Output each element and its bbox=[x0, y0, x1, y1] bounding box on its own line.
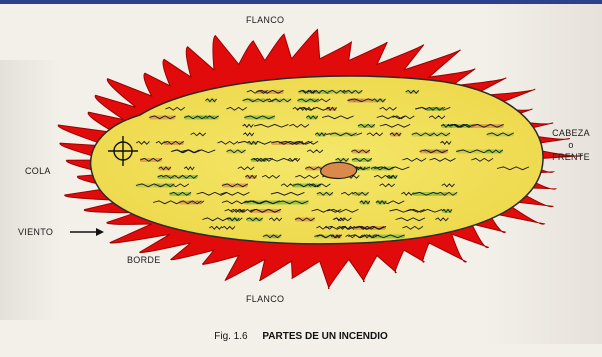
label-edge: BORDE bbox=[127, 255, 161, 265]
label-head: CABEZA o FRENTE bbox=[548, 127, 594, 163]
figure-caption: Fig. 1.6 PARTES DE UN INCENDIO bbox=[0, 331, 602, 342]
label-head-line3: FRENTE bbox=[548, 151, 594, 163]
label-flank-bottom: FLANCO bbox=[246, 294, 284, 304]
label-head-line1: CABEZA bbox=[548, 127, 594, 139]
label-head-line2: o bbox=[548, 139, 594, 151]
label-tail: COLA bbox=[25, 166, 51, 176]
figure-number: Fig. 1.6 bbox=[214, 331, 247, 342]
figure-title: PARTES DE UN INCENDIO bbox=[262, 331, 387, 342]
label-wind: VIENTO bbox=[18, 227, 53, 237]
arrow-right-icon bbox=[70, 228, 104, 236]
label-flank-top: FLANCO bbox=[246, 15, 284, 25]
unburned-island bbox=[321, 162, 357, 178]
